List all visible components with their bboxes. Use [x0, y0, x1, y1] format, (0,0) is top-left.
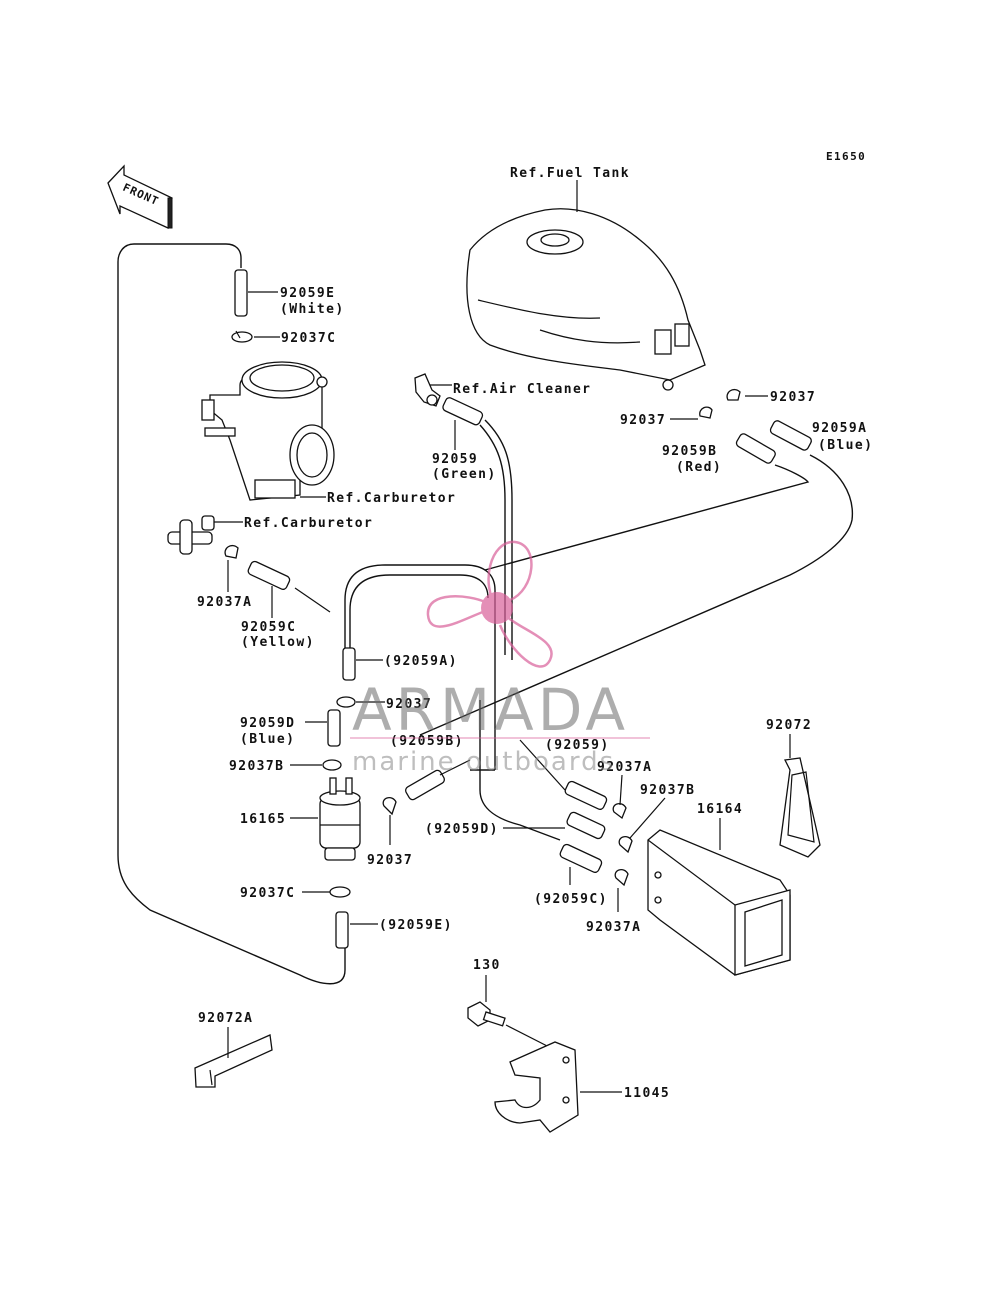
- label-92059C-yellow: (Yellow): [241, 635, 315, 650]
- bolt-130: [467, 1001, 506, 1027]
- label-92059A-ref: (92059A): [384, 654, 458, 669]
- label-16164: 16164: [697, 802, 743, 817]
- armada-watermark-logo: [426, 540, 553, 668]
- label-92059D-blue: (Blue): [240, 732, 295, 747]
- label-92037C-top: 92037C: [281, 331, 336, 346]
- label-92059B: 92059B: [662, 444, 717, 459]
- carburetor-illustration: [201, 361, 335, 501]
- label-92072A: 92072A: [198, 1011, 253, 1026]
- hose-92059-green: [442, 397, 484, 426]
- label-11045: 11045: [624, 1086, 670, 1101]
- label-92059D: 92059D: [240, 716, 295, 731]
- clamp-icon: [726, 388, 741, 401]
- label-92037-right: 92037: [770, 390, 816, 405]
- label-92059A: 92059A: [812, 421, 867, 436]
- label-92037-mid: 92037: [386, 697, 432, 712]
- hose-left-loop: [117, 243, 346, 985]
- hose-92059B-ref: [404, 769, 446, 801]
- hose-92059D-ref: [566, 811, 606, 840]
- hose-92059A-blue: [769, 420, 812, 451]
- diagram-code: E1650: [826, 150, 866, 163]
- hose-92059C-ref: [559, 843, 603, 873]
- label-92037-right2: 92037: [620, 413, 666, 428]
- hose-92059D-blue: [327, 709, 341, 747]
- label-92059C-ref: (92059C): [534, 892, 608, 907]
- air-cleaner-elbow: [414, 373, 441, 407]
- label-92037A-left: 92037A: [197, 595, 252, 610]
- propeller-logo-icon: [426, 540, 553, 668]
- bracket-11045: [494, 1041, 579, 1133]
- hose-92059E-ref: [335, 911, 349, 949]
- holder-92072A: [194, 1034, 273, 1088]
- clamp-icon: [618, 835, 633, 854]
- clamp-icon: [329, 886, 351, 898]
- label-92037A-right: 92037A: [597, 760, 652, 775]
- hose-92059C-yellow: [247, 560, 291, 590]
- hose-92059B-red: [735, 433, 776, 464]
- label-92059: 92059: [432, 452, 478, 467]
- canister-16164: [647, 829, 791, 976]
- fuel-tank-illustration: [466, 180, 706, 391]
- hose-92059A-ref: [342, 647, 356, 681]
- clamp-icon: [224, 544, 239, 559]
- label-92059E: 92059E: [280, 286, 335, 301]
- label-92037B-right: 92037B: [640, 783, 695, 798]
- clamp-icon: [614, 868, 629, 887]
- strap-92072: [779, 757, 821, 858]
- hose-92059-ref: [564, 780, 608, 810]
- label-92037-pump: 92037: [367, 853, 413, 868]
- label-92059-ref: (92059): [545, 738, 610, 753]
- label-92059D-ref: (92059D): [425, 822, 499, 837]
- label-92037B-left: 92037B: [229, 759, 284, 774]
- clamp-icon: [231, 330, 253, 343]
- label-92072: 92072: [766, 718, 812, 733]
- t-fitting: [167, 515, 215, 555]
- label-92059C: 92059C: [241, 620, 296, 635]
- label-92059A-blue: (Blue): [818, 438, 873, 453]
- label-ref-carburetor-2: Ref.Carburetor: [244, 516, 373, 531]
- label-92059E-color: (White): [280, 302, 345, 317]
- label-130: 130: [473, 958, 501, 973]
- label-ref-air-cleaner: Ref.Air Cleaner: [453, 382, 591, 397]
- label-ref-fuel-tank: Ref.Fuel Tank: [510, 166, 630, 181]
- clamp-icon: [336, 696, 356, 708]
- label-92059B-red: (Red): [676, 460, 722, 475]
- label-92037C-bottom: 92037C: [240, 886, 295, 901]
- label-92059E-ref: (92059E): [379, 918, 453, 933]
- fuel-pump-16165: [319, 777, 361, 861]
- label-92037A-bottom: 92037A: [586, 920, 641, 935]
- front-arrow-icon: FRONT: [107, 164, 173, 229]
- clamp-icon: [382, 796, 397, 816]
- clamp-icon: [612, 802, 627, 820]
- watermark-tagline: marine outboards: [352, 747, 615, 777]
- watermark-brand: ARMADA: [352, 676, 629, 744]
- clamp-icon: [322, 759, 342, 771]
- label-92059-green: (Green): [432, 467, 497, 482]
- clamp-icon: [699, 406, 713, 419]
- hose-92059E-top: [234, 269, 248, 317]
- label-16165: 16165: [240, 812, 286, 827]
- label-ref-carburetor-1: Ref.Carburetor: [327, 491, 456, 506]
